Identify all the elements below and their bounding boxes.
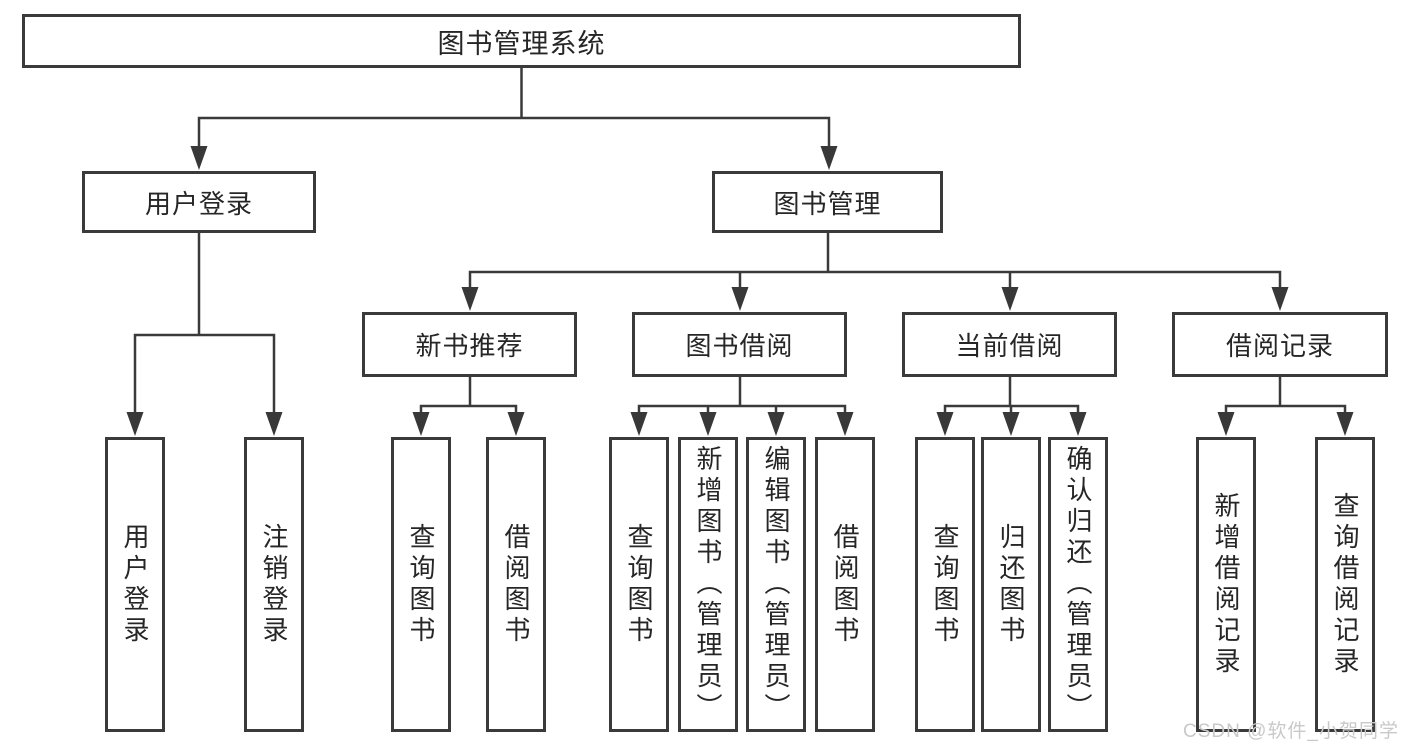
- node-label: 图书借阅: [685, 331, 794, 361]
- leaf-query-books-borrow: 查询图书: [609, 437, 669, 732]
- leaf-query-books-current: 查询图书: [915, 437, 975, 732]
- leaf-confirm-return-admin: 确认归还（管理员）: [1048, 437, 1108, 732]
- node-new-book-recommend: 新书推荐: [362, 312, 577, 377]
- node-label: 查询图书: [624, 522, 654, 647]
- node-label: 新增图书（管理员）: [693, 445, 723, 724]
- node-label: 注销登录: [259, 522, 289, 647]
- arrowheads: [126, 146, 1354, 436]
- leaf-borrow-books: 借阅图书: [815, 437, 875, 732]
- node-label: 新增借阅记录: [1211, 491, 1241, 678]
- leaf-return-books: 归还图书: [981, 437, 1041, 732]
- node-current-borrow: 当前借阅: [902, 312, 1117, 377]
- leaf-add-books-admin: 新增图书（管理员）: [678, 437, 738, 732]
- node-label: 借阅记录: [1225, 331, 1334, 361]
- node-label: 借阅图书: [501, 522, 531, 647]
- node-label: 归还图书: [996, 522, 1026, 647]
- node-label: 新书推荐: [415, 331, 524, 361]
- node-label: 借阅图书: [830, 522, 860, 647]
- csdn-watermark: CSDN @软件_小贺同学: [1183, 721, 1399, 742]
- node-label: 查询图书: [406, 522, 436, 647]
- node-label: 图书管理系统: [437, 28, 606, 59]
- node-borrow-records: 借阅记录: [1172, 312, 1388, 377]
- leaf-query-borrow-record: 查询借阅记录: [1315, 437, 1375, 732]
- node-label: 图书管理: [773, 188, 882, 219]
- leaf-borrow-books-recommend: 借阅图书: [486, 437, 546, 732]
- node-label: 查询借阅记录: [1330, 491, 1360, 678]
- node-label: 编辑图书（管理员）: [761, 445, 791, 724]
- node-user-login: 用户登录: [82, 171, 316, 233]
- leaf-edit-books-admin: 编辑图书（管理员）: [746, 437, 806, 732]
- node-book-borrow: 图书借阅: [632, 312, 847, 377]
- leaf-user-login: 用户登录: [105, 437, 165, 732]
- leaf-add-borrow-record: 新增借阅记录: [1196, 437, 1256, 732]
- leaf-query-books-recommend: 查询图书: [391, 437, 451, 732]
- node-label: 用户登录: [120, 522, 150, 647]
- node-label: 确认归还（管理员）: [1063, 445, 1093, 724]
- node-library-management-system: 图书管理系统: [22, 14, 1021, 68]
- node-label: 当前借阅: [955, 331, 1064, 361]
- leaf-logout: 注销登录: [244, 437, 304, 732]
- node-label: 查询图书: [930, 522, 960, 647]
- node-label: 用户登录: [144, 188, 253, 219]
- node-book-management: 图书管理: [712, 171, 943, 233]
